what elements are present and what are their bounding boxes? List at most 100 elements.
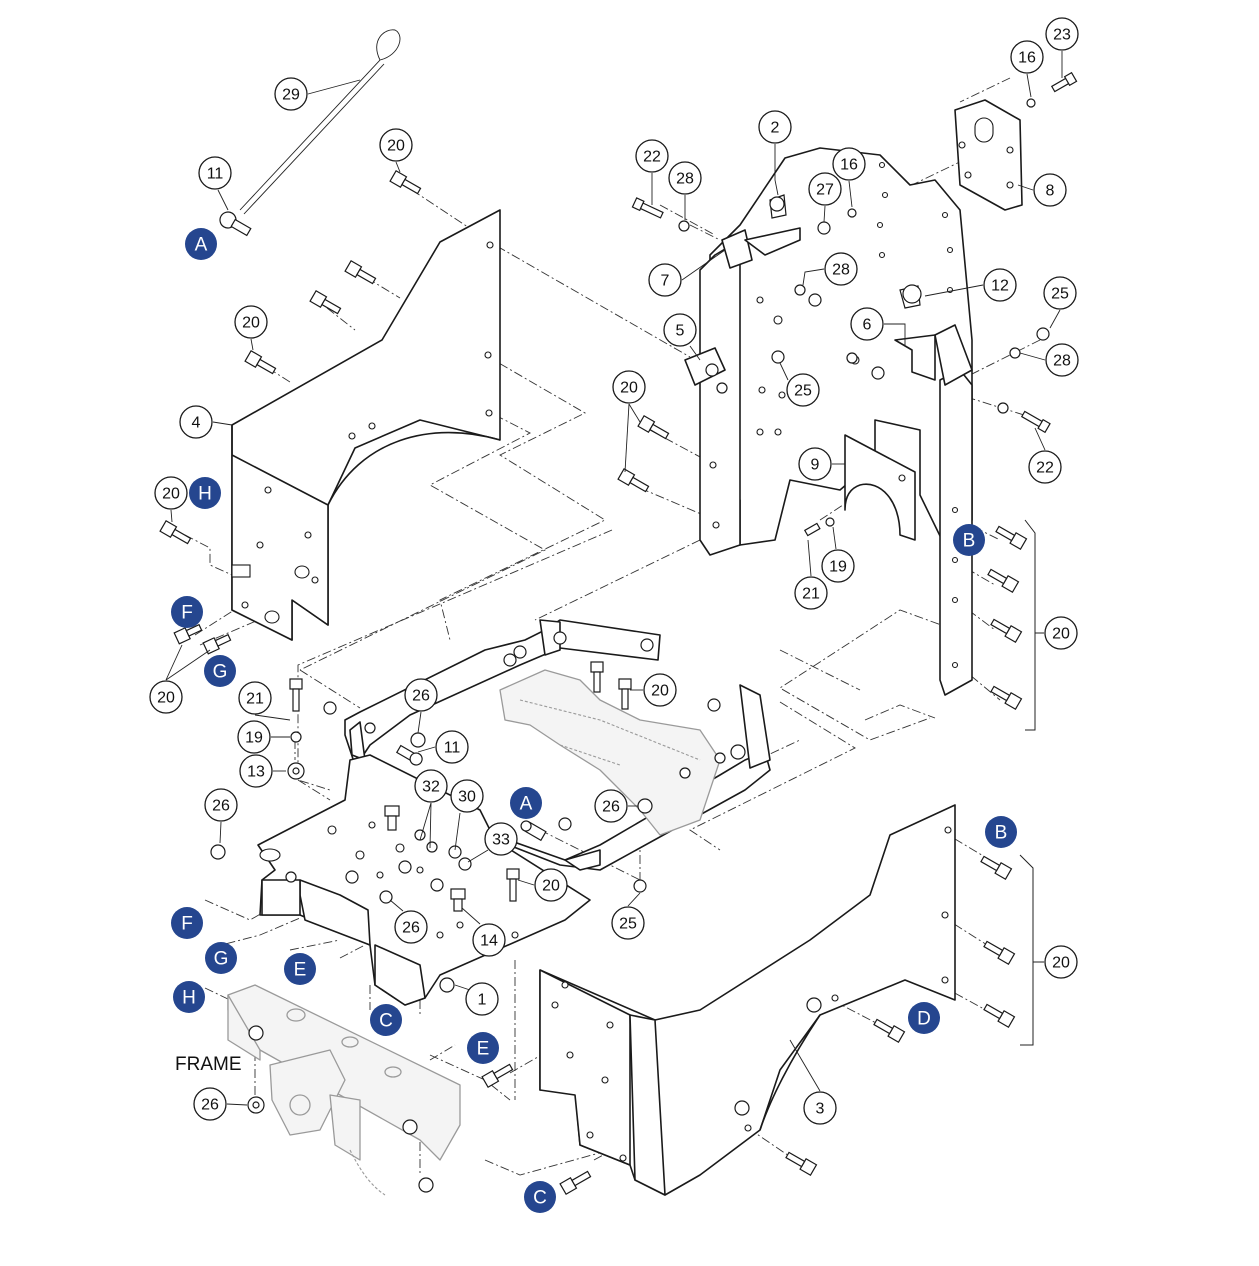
part-2-rear-upright [699, 147, 973, 696]
part-callout: 28 [668, 161, 702, 195]
callout-number: 7 [661, 273, 670, 290]
letter-marker: C [524, 1181, 556, 1213]
part-9-plate [844, 434, 916, 541]
part-callout: 28 [824, 252, 858, 286]
callout-number: 1 [478, 992, 487, 1009]
part-callout: 33 [484, 822, 518, 856]
part-callout: 2 [758, 110, 792, 144]
callout-circle [850, 307, 884, 341]
part-callout: 5 [663, 313, 697, 347]
callout-number: 20 [242, 315, 260, 332]
letter-marker-text: A [195, 235, 208, 256]
part-callout: 20 [612, 370, 646, 404]
frame-label: FRAME [175, 1054, 242, 1075]
callout-number: 20 [651, 683, 669, 700]
letter-marker-text: D [917, 1009, 931, 1030]
part-4-left-panel [231, 209, 501, 641]
callout-number: 16 [1018, 50, 1036, 67]
callout-circle [663, 313, 697, 347]
callout-number: 28 [676, 171, 694, 188]
callout-number: 9 [811, 457, 820, 474]
part-callout: 20 [1044, 616, 1078, 650]
letter-marker-text: F [181, 914, 193, 935]
letter-marker-circle [284, 953, 316, 985]
callout-number: 3 [816, 1101, 825, 1118]
callout-circle [472, 923, 506, 957]
letter-marker: F [171, 596, 203, 628]
callout-number: 32 [422, 779, 440, 796]
letter-marker-text: H [198, 484, 212, 505]
part-callout: 26 [394, 910, 428, 944]
part-callout: 25 [1043, 276, 1077, 310]
part-callout: 32 [414, 769, 448, 803]
callout-circle [643, 673, 677, 707]
part-callout: 12 [983, 268, 1017, 302]
part-callout: 25 [611, 906, 645, 940]
callout-circle [594, 789, 628, 823]
callout-number: 20 [157, 690, 175, 707]
part-callout: 19 [237, 720, 271, 754]
callout-number: 19 [245, 730, 263, 747]
callout-number: 8 [1046, 183, 1055, 200]
letter-marker-circle [171, 907, 203, 939]
letter-marker: F [171, 907, 203, 939]
letter-marker-circle [205, 942, 237, 974]
callout-circle [404, 678, 438, 712]
part-callout: 29 [274, 77, 308, 111]
leader-lines [165, 51, 1063, 1106]
part-callout: 26 [193, 1087, 227, 1121]
part-callout: 22 [1028, 450, 1062, 484]
callout-number: 11 [444, 740, 461, 757]
callout-circle [808, 172, 842, 206]
callout-circle [821, 549, 855, 583]
part-callout: 7 [648, 263, 682, 297]
letter-marker: D [908, 1002, 940, 1034]
letter-marker-circle [953, 524, 985, 556]
letter-marker-circle [185, 228, 217, 260]
letter-marker: H [173, 981, 205, 1013]
part-callout: 26 [204, 788, 238, 822]
letter-marker-circle [467, 1032, 499, 1064]
letter-marker-circle [908, 1002, 940, 1034]
callout-circle [1044, 945, 1078, 979]
part-callout: 20 [154, 476, 188, 510]
callout-number: 33 [492, 832, 510, 849]
callout-number: 22 [643, 149, 661, 166]
part-callout: 21 [238, 681, 272, 715]
callout-circle [758, 110, 792, 144]
callout-number: 28 [832, 262, 850, 279]
callout-circle [414, 769, 448, 803]
callout-circle [394, 910, 428, 944]
callout-circle [1045, 343, 1079, 377]
callout-number: 27 [816, 182, 834, 199]
callout-circle [193, 1087, 227, 1121]
callout-circle [1045, 17, 1079, 51]
letter-marker: B [953, 524, 985, 556]
part-callout: 23 [1045, 17, 1079, 51]
frame-ghost [227, 984, 461, 1196]
callout-number: 20 [162, 486, 180, 503]
callout-number: 26 [602, 799, 620, 816]
callout-number: 12 [991, 278, 1009, 295]
letter-marker-circle [171, 596, 203, 628]
callout-circle [198, 156, 232, 190]
callout-circle [435, 730, 469, 764]
part-callout: 16 [832, 147, 866, 181]
callout-circle [234, 305, 268, 339]
callout-circle [668, 161, 702, 195]
callout-number: 23 [1053, 27, 1071, 44]
letter-marker-circle [510, 787, 542, 819]
letter-marker-text: G [214, 949, 229, 970]
part-callout: 19 [821, 549, 855, 583]
part-8-plate [954, 99, 1023, 211]
part-callout: 20 [149, 680, 183, 714]
letter-marker-circle [985, 816, 1017, 848]
callout-circle [204, 788, 238, 822]
letter-marker-text: A [520, 794, 533, 815]
callout-circle [484, 822, 518, 856]
callout-number: 20 [542, 878, 560, 895]
part-callout: 21 [794, 576, 828, 610]
part-callout: 22 [635, 139, 669, 173]
part-callout: 9 [798, 447, 832, 481]
